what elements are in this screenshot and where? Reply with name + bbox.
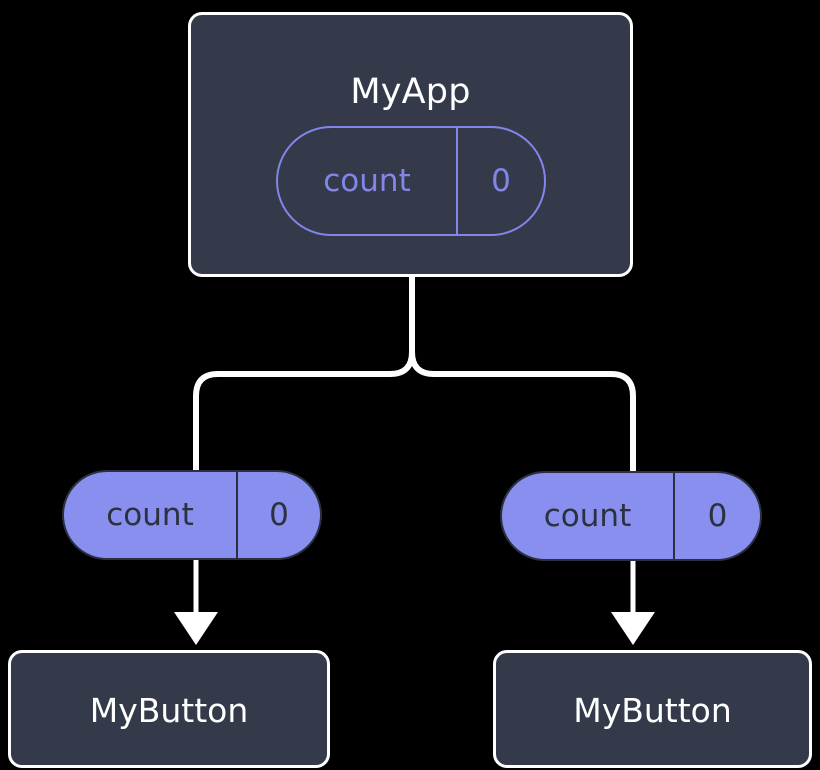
prop-pill-right-value: 0 bbox=[673, 473, 760, 559]
arrow-right-head bbox=[611, 612, 655, 645]
component-node-mybutton-left[interactable]: MyButton bbox=[8, 650, 330, 768]
edge-root-to-right-pill bbox=[409, 274, 636, 474]
state-pill-root[interactable]: count 0 bbox=[276, 126, 546, 236]
component-name-myapp: MyApp bbox=[350, 72, 471, 112]
prop-pill-right[interactable]: count 0 bbox=[500, 471, 762, 561]
edge-root-to-left-pill bbox=[193, 274, 415, 473]
prop-pill-left-key: count bbox=[106, 496, 194, 533]
component-name-mybutton-right: MyButton bbox=[573, 691, 732, 730]
prop-pill-left[interactable]: count 0 bbox=[62, 470, 322, 560]
state-pill-root-value: 0 bbox=[456, 128, 544, 234]
component-node-mybutton-right[interactable]: MyButton bbox=[493, 650, 812, 768]
component-name-mybutton-left: MyButton bbox=[89, 691, 249, 730]
arrow-left-head bbox=[174, 612, 218, 645]
prop-pill-left-value: 0 bbox=[236, 472, 320, 558]
state-pill-root-key: count bbox=[323, 162, 411, 199]
prop-pill-right-key: count bbox=[543, 497, 632, 534]
